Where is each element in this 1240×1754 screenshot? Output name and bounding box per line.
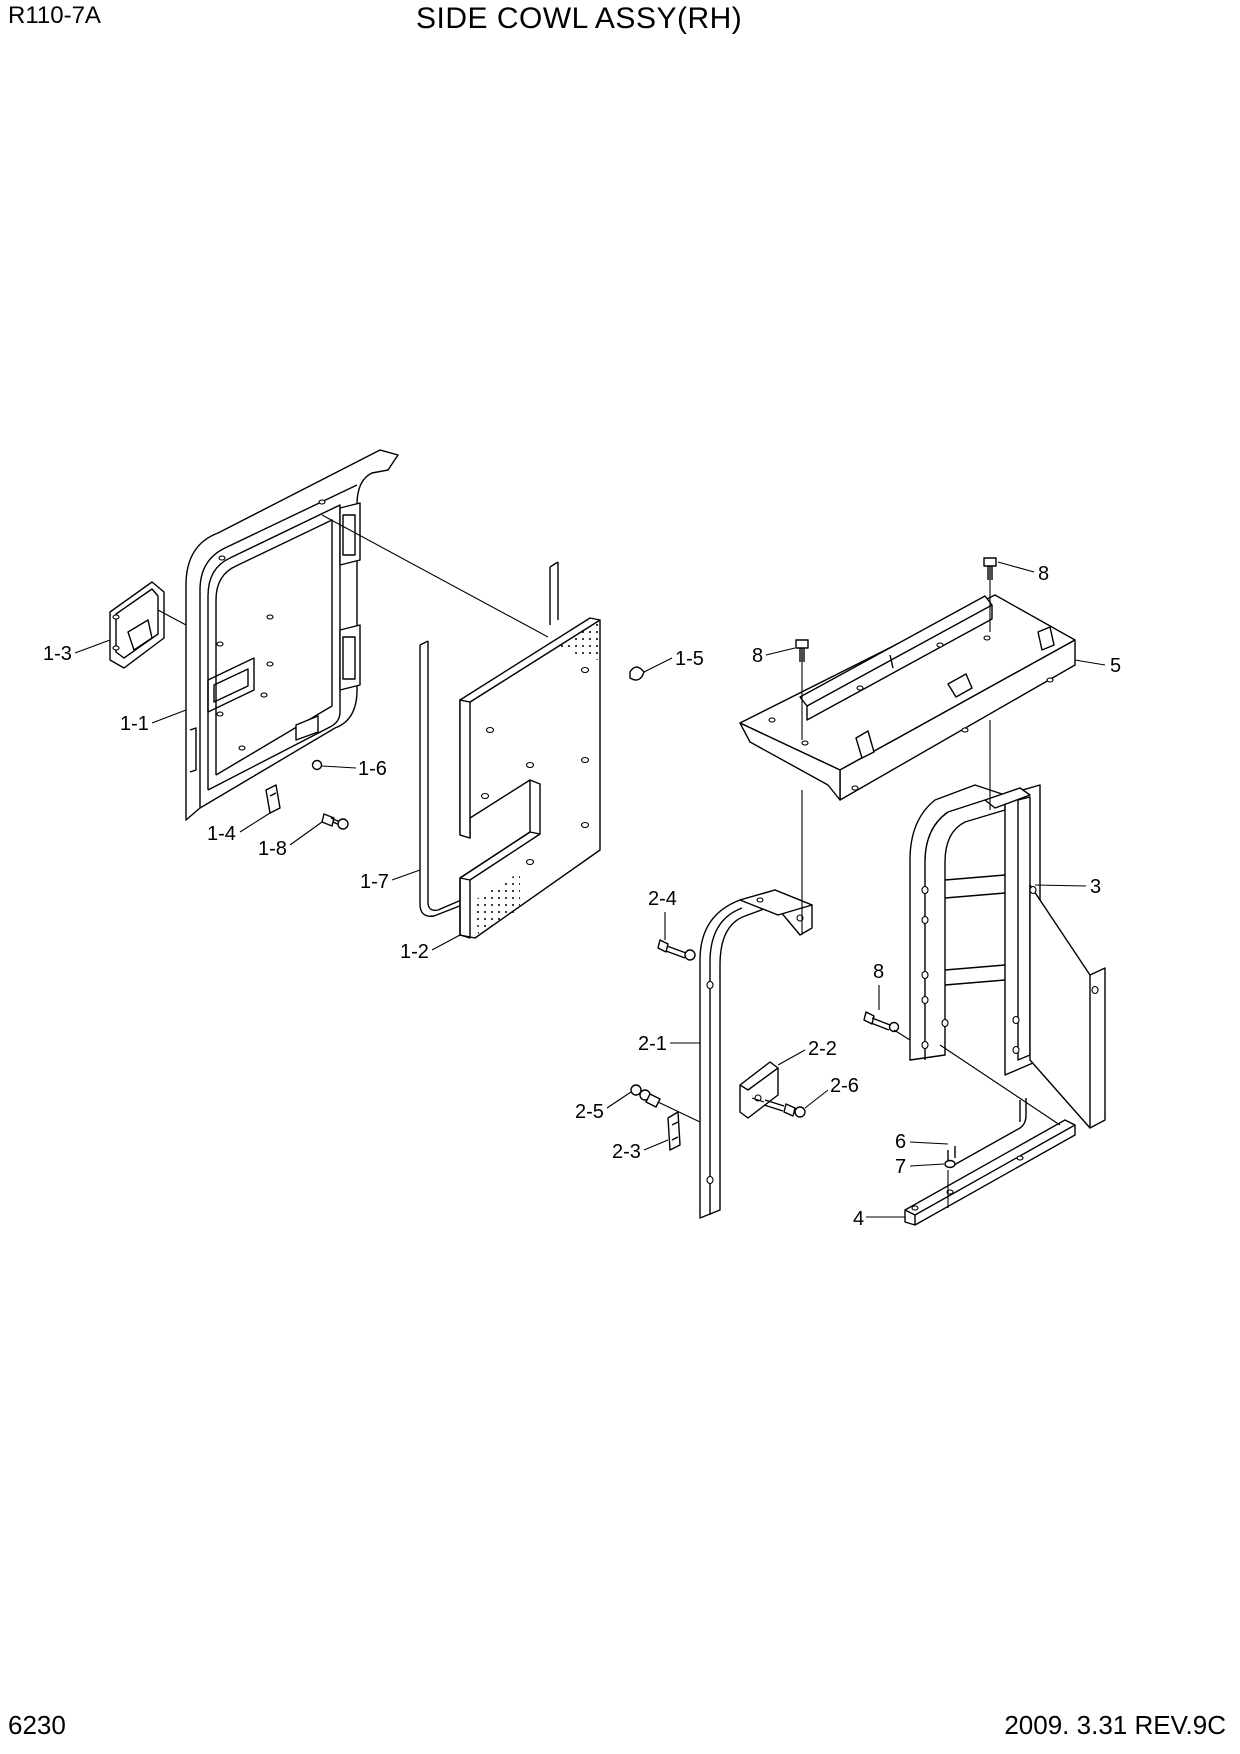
callout-8-side: 8	[873, 961, 884, 1010]
callout-1-2: 1-2	[400, 934, 461, 963]
callout-1-5: 1-5	[643, 648, 704, 673]
bolt-2-6	[751, 1097, 806, 1118]
callout-2-6: 2-6	[804, 1075, 859, 1109]
door-frame-part	[185, 449, 399, 821]
top-plate-part	[739, 594, 1076, 801]
clip-2-3	[667, 1111, 681, 1151]
bolt-8-top-right	[983, 557, 997, 632]
svg-text:3: 3	[1090, 876, 1101, 898]
callout-1-1: 1-1	[120, 709, 187, 735]
nut-7	[944, 1159, 956, 1169]
callout-2-3: 2-3	[612, 1139, 669, 1163]
svg-text:2-6: 2-6	[830, 1075, 859, 1097]
callout-1-3: 1-3	[43, 639, 111, 665]
callout-1-7: 1-7	[360, 869, 421, 893]
svg-text:2-4: 2-4	[648, 888, 677, 910]
bolt-8-side	[863, 1011, 911, 1041]
svg-text:1-4: 1-4	[207, 823, 236, 845]
insulation-panel-part	[459, 617, 601, 939]
side-frame-part	[909, 784, 1106, 1129]
callout-2-2: 2-2	[777, 1038, 837, 1066]
svg-text:8: 8	[1038, 563, 1049, 585]
svg-text:1-8: 1-8	[258, 838, 287, 860]
page-number: 6230	[8, 1710, 66, 1740]
svg-text:8: 8	[752, 645, 763, 667]
callout-2-5: 2-5	[575, 1091, 632, 1123]
svg-text:8: 8	[873, 961, 884, 983]
callout-8-top-right: 8	[997, 561, 1049, 585]
svg-text:6: 6	[895, 1131, 906, 1153]
svg-text:1-1: 1-1	[120, 713, 149, 735]
seal-strip-part	[419, 561, 559, 917]
callout-8-top-left: 8	[752, 645, 796, 667]
svg-text:7: 7	[895, 1156, 906, 1178]
callout-2-4: 2-4	[648, 888, 677, 940]
bolt-2-4	[657, 939, 696, 961]
callout-5: 5	[1074, 655, 1121, 677]
svg-text:1-6: 1-6	[358, 758, 387, 780]
callout-3: 3	[1034, 876, 1101, 898]
callout-1-6: 1-6	[321, 758, 387, 780]
svg-text:2-2: 2-2	[808, 1038, 837, 1060]
callout-4: 4	[853, 1208, 905, 1230]
svg-text:2-3: 2-3	[612, 1141, 641, 1163]
svg-text:2-1: 2-1	[638, 1033, 667, 1055]
callout-1-8: 1-8	[258, 821, 323, 860]
callout-7: 7	[895, 1156, 945, 1178]
handle-plate-part	[109, 581, 165, 669]
callout-6: 6	[895, 1131, 949, 1153]
svg-text:4: 4	[853, 1208, 864, 1230]
support-post-part	[699, 889, 813, 1219]
callout-1-4: 1-4	[207, 812, 271, 845]
page-title: SIDE COWL ASSY(RH)	[416, 2, 743, 35]
bolt-2-5	[630, 1084, 701, 1123]
bolt-8-top-left	[795, 639, 809, 740]
clip-1-5	[629, 666, 645, 681]
callout-2-1: 2-1	[638, 1033, 700, 1055]
small-hardware-1	[265, 759, 349, 830]
model-code: R110-7A	[8, 2, 101, 29]
svg-text:1-5: 1-5	[675, 648, 704, 670]
bracket-2-2	[739, 1061, 779, 1119]
revision-date: 2009. 3.31 REV.9C	[1004, 1710, 1226, 1740]
svg-text:2-5: 2-5	[575, 1101, 604, 1123]
svg-text:5: 5	[1110, 655, 1121, 677]
bottom-angle-part	[904, 1119, 1076, 1226]
svg-text:1-7: 1-7	[360, 871, 389, 893]
svg-text:1-2: 1-2	[400, 941, 429, 963]
svg-text:1-3: 1-3	[43, 643, 72, 665]
